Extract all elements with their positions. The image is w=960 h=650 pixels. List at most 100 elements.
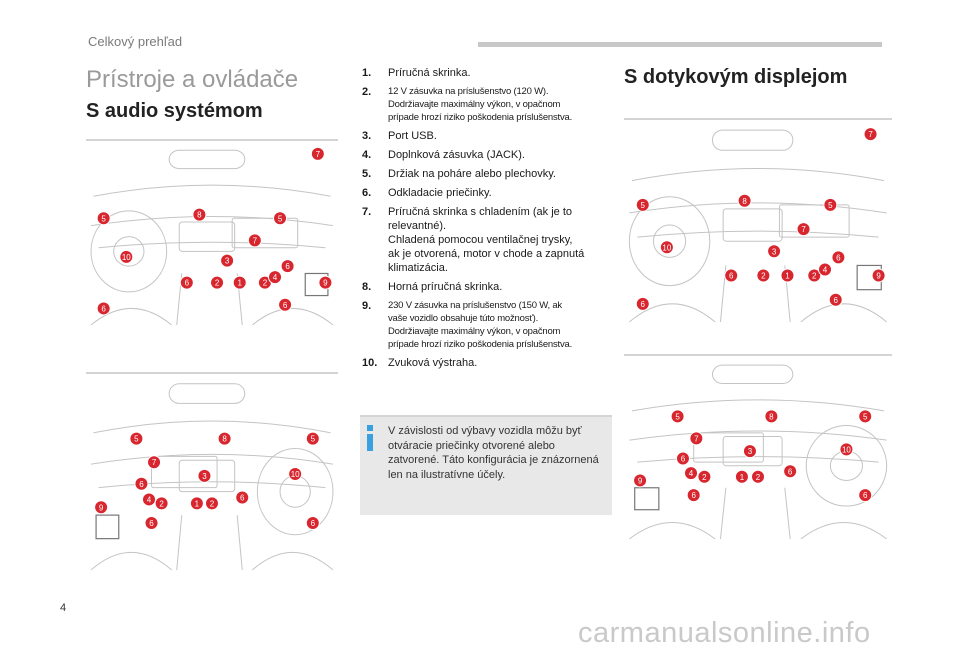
callout-marker-7: 7 bbox=[247, 233, 262, 248]
list-item: 10. Zvuková výstraha. bbox=[362, 356, 624, 370]
svg-text:7: 7 bbox=[253, 236, 258, 245]
callout-marker-3: 3 bbox=[767, 244, 782, 259]
item-text: Horná príručná skrinka. bbox=[388, 281, 503, 293]
svg-text:2: 2 bbox=[761, 272, 766, 281]
watermark: carmanualsonline.info bbox=[578, 617, 871, 649]
svg-text:6: 6 bbox=[836, 253, 841, 262]
svg-text:1: 1 bbox=[740, 473, 745, 482]
callout-marker-6: 6 bbox=[783, 464, 798, 479]
svg-text:5: 5 bbox=[828, 201, 833, 210]
item-text: Príručná skrinka s chladením (ak je to r… bbox=[388, 206, 585, 274]
svg-text:2: 2 bbox=[210, 499, 215, 508]
callout-marker-7: 7 bbox=[796, 222, 811, 237]
svg-text:9: 9 bbox=[876, 272, 881, 281]
item-number: 3. bbox=[362, 130, 372, 142]
callout-marker-7: 7 bbox=[689, 431, 704, 446]
callout-marker-2: 2 bbox=[154, 496, 169, 511]
item-text: 230 V zásuvka na príslušenstvo (150 W, a… bbox=[388, 300, 573, 350]
item-number: 6. bbox=[362, 187, 372, 199]
callout-marker-6: 6 bbox=[96, 301, 111, 316]
svg-text:4: 4 bbox=[273, 273, 278, 282]
section-header: Celkový prehľad bbox=[88, 34, 183, 49]
callout-marker-9: 9 bbox=[633, 473, 648, 488]
item-text: Doplnková zásuvka (JACK). bbox=[388, 149, 525, 161]
svg-text:10: 10 bbox=[662, 243, 671, 252]
svg-text:6: 6 bbox=[641, 300, 646, 309]
callout-marker-3: 3 bbox=[220, 253, 235, 268]
list-item: 8.Horná príručná skrinka. bbox=[362, 280, 624, 294]
svg-text:6: 6 bbox=[283, 301, 288, 310]
svg-text:9: 9 bbox=[323, 279, 328, 288]
svg-text:6: 6 bbox=[863, 491, 868, 500]
callout-marker-8: 8 bbox=[764, 409, 779, 424]
callout-marker-5: 5 bbox=[96, 211, 111, 226]
callout-marker-2: 2 bbox=[205, 496, 219, 511]
svg-text:8: 8 bbox=[742, 197, 747, 206]
svg-text:6: 6 bbox=[101, 304, 106, 313]
callout-marker-2: 2 bbox=[756, 268, 771, 283]
callout-marker-9: 9 bbox=[318, 275, 333, 290]
svg-text:3: 3 bbox=[225, 257, 230, 266]
callout-marker-7: 7 bbox=[863, 127, 878, 142]
callout-marker-6: 6 bbox=[278, 297, 293, 312]
list-item: 2. 12 V zásuvka na príslušenstvo (120 W).… bbox=[362, 85, 624, 124]
svg-text:2: 2 bbox=[812, 272, 817, 281]
audio-heading: S audio systémom bbox=[86, 100, 263, 122]
item-text: Port USB. bbox=[388, 130, 437, 142]
callout-marker-8: 8 bbox=[192, 207, 207, 222]
page-number: 4 bbox=[60, 602, 67, 614]
item-text: Príručná skrinka. bbox=[388, 67, 471, 79]
svg-text:7: 7 bbox=[801, 225, 806, 234]
callout-marker-3: 3 bbox=[197, 468, 212, 483]
list-item: 9.230 V zásuvka na príslušenstvo (150 W,… bbox=[362, 299, 624, 351]
callout-marker-6: 6 bbox=[144, 515, 159, 530]
svg-text:2: 2 bbox=[263, 279, 268, 288]
svg-text:4: 4 bbox=[823, 265, 828, 274]
callout-marker-6: 6 bbox=[179, 275, 194, 290]
svg-text:3: 3 bbox=[202, 472, 207, 481]
svg-text:2: 2 bbox=[702, 473, 707, 482]
svg-text:9: 9 bbox=[638, 476, 643, 485]
callout-marker-6: 6 bbox=[280, 259, 295, 274]
info-note: V závislosti od výbavy vozidla môžu byť … bbox=[360, 415, 612, 515]
svg-text:10: 10 bbox=[291, 470, 300, 479]
callout-marker-8: 8 bbox=[737, 193, 752, 208]
item-text: 12 V zásuvka na príslušenstvo (120 W). D… bbox=[388, 86, 573, 123]
svg-text:5: 5 bbox=[863, 412, 868, 421]
svg-text:3: 3 bbox=[772, 247, 777, 256]
item-number: 1. bbox=[362, 67, 372, 79]
callout-marker-5: 5 bbox=[305, 431, 320, 446]
callout-marker-4: 4 bbox=[818, 262, 832, 277]
svg-text:6: 6 bbox=[788, 467, 793, 476]
svg-text:7: 7 bbox=[152, 458, 157, 467]
callout-marker-2: 2 bbox=[807, 268, 822, 283]
list-item: 5.Držiak na poháre alebo plechovky. bbox=[362, 167, 624, 181]
callout-marker-7: 7 bbox=[147, 455, 162, 470]
svg-text:5: 5 bbox=[675, 412, 680, 421]
callout-marker-5: 5 bbox=[670, 409, 685, 424]
svg-text:2: 2 bbox=[159, 499, 164, 508]
callout-marker-4: 4 bbox=[268, 270, 282, 285]
list-item: 3. Port USB. bbox=[362, 129, 624, 143]
callout-marker-4: 4 bbox=[142, 492, 156, 507]
item-text: Zvuková výstraha. bbox=[388, 357, 478, 369]
svg-text:6: 6 bbox=[311, 519, 316, 528]
svg-text:3: 3 bbox=[748, 447, 753, 456]
callout-marker-9: 9 bbox=[94, 500, 109, 515]
svg-text:6: 6 bbox=[833, 296, 838, 305]
svg-text:6: 6 bbox=[691, 491, 696, 500]
note-text: V závislosti od výbavy vozidla môžu byť … bbox=[388, 425, 599, 481]
list-item: 6.Odkladacie priečinky. bbox=[362, 186, 624, 200]
svg-text:1: 1 bbox=[785, 272, 790, 281]
item-number: 10. bbox=[362, 357, 378, 369]
svg-text:1: 1 bbox=[237, 279, 242, 288]
svg-text:6: 6 bbox=[139, 480, 144, 489]
callout-marker-10: 10 bbox=[659, 240, 674, 255]
callout-marker-2: 2 bbox=[697, 469, 712, 484]
item-number: 2. bbox=[362, 86, 372, 98]
svg-text:5: 5 bbox=[101, 214, 106, 223]
